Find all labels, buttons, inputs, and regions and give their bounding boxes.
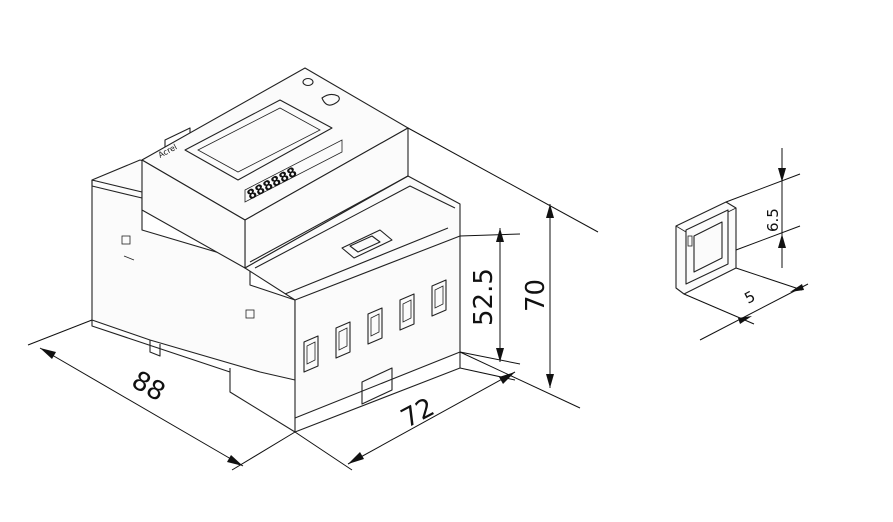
dimension-6-5: 6.5 bbox=[725, 148, 801, 268]
meter-body bbox=[91, 67, 461, 433]
dimension-label-6-5: 6.5 bbox=[764, 208, 782, 232]
dimension-70: 70 bbox=[407, 127, 599, 409]
dimension-label-72: 72 bbox=[396, 392, 439, 434]
dimension-52-5: 52.5 bbox=[459, 228, 521, 365]
dimension-label-52-5: 52.5 bbox=[469, 268, 499, 326]
terminal-windows bbox=[303, 279, 447, 373]
dimension-label-70: 70 bbox=[521, 279, 551, 312]
terminal-detail bbox=[675, 201, 737, 295]
dimension-label-5: 5 bbox=[741, 287, 758, 307]
